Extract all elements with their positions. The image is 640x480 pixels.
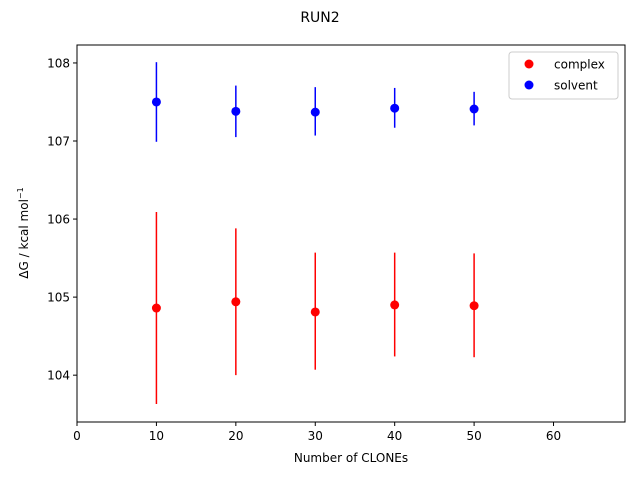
x-tick-label: 20 [228, 429, 243, 443]
x-tick-label: 50 [466, 429, 481, 443]
y-tick-label: 105 [47, 291, 70, 305]
legend-marker-complex [524, 59, 534, 69]
legend-marker-solvent [524, 80, 534, 90]
x-tick-label: 60 [546, 429, 561, 443]
x-tick-label: 10 [149, 429, 164, 443]
x-axis: 0 10 20 30 40 50 60 [73, 422, 561, 443]
y-tick-label: 106 [47, 213, 70, 227]
y-tick-label: 107 [47, 135, 70, 149]
y-tick-label: 104 [47, 369, 70, 383]
data-point-complex [469, 301, 479, 311]
axes-frame [76, 44, 626, 423]
x-axis-label: Number of CLONEs [294, 451, 408, 465]
data-point-solvent [310, 107, 320, 117]
data-point-complex [231, 297, 241, 307]
data-point-complex [151, 303, 161, 313]
y-axis-label-superscript: −1 [16, 187, 25, 199]
data-point-complex [310, 307, 320, 317]
data-point-solvent [231, 106, 241, 116]
y-tick-label: 108 [47, 56, 70, 70]
data-point-solvent [390, 103, 400, 113]
legend: complex solvent [508, 51, 619, 100]
x-tick-label: 0 [73, 429, 81, 443]
legend-label-complex: complex [554, 58, 605, 72]
y-axis-label: ΔG / kcal mol−1 [16, 187, 31, 278]
y-axis-label-main: ΔG / kcal mol [17, 199, 31, 279]
legend-label-solvent: solvent [554, 79, 598, 93]
data-point-solvent [469, 104, 479, 114]
data-point-solvent [151, 97, 161, 107]
chart-title: RUN2 [300, 10, 339, 26]
x-tick-label: 30 [308, 429, 323, 443]
x-tick-label: 40 [387, 429, 402, 443]
plot-area [151, 62, 479, 405]
legend-box [508, 51, 619, 100]
y-axis: 104 105 106 107 108 [47, 56, 77, 383]
data-point-complex [390, 300, 400, 310]
